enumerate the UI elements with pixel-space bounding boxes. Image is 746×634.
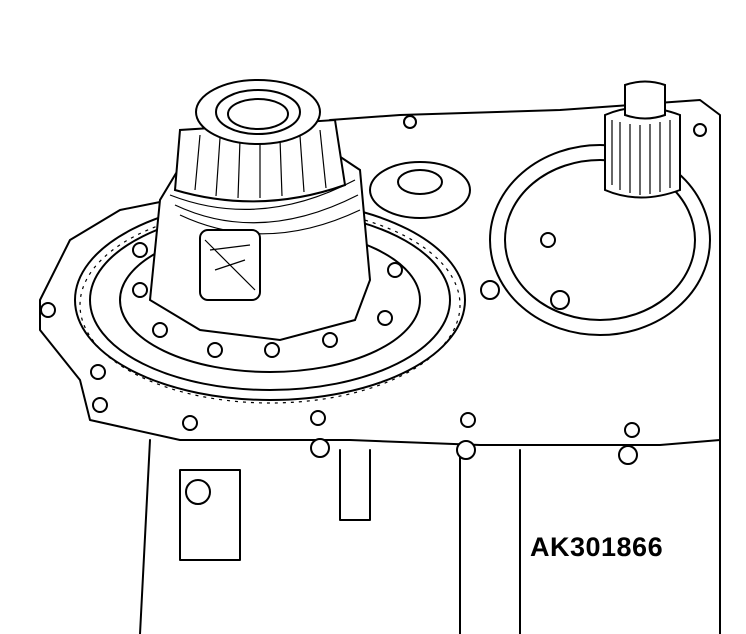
flange-bolt-holes [40, 115, 707, 505]
ring-gear-bolts [132, 242, 403, 358]
shaft-assembly [480, 80, 711, 336]
tapered-bearing [173, 79, 347, 203]
lower-housing [139, 439, 721, 634]
pinion-gear [369, 161, 471, 219]
diagram-reference-code: AK301866 [530, 532, 664, 562]
